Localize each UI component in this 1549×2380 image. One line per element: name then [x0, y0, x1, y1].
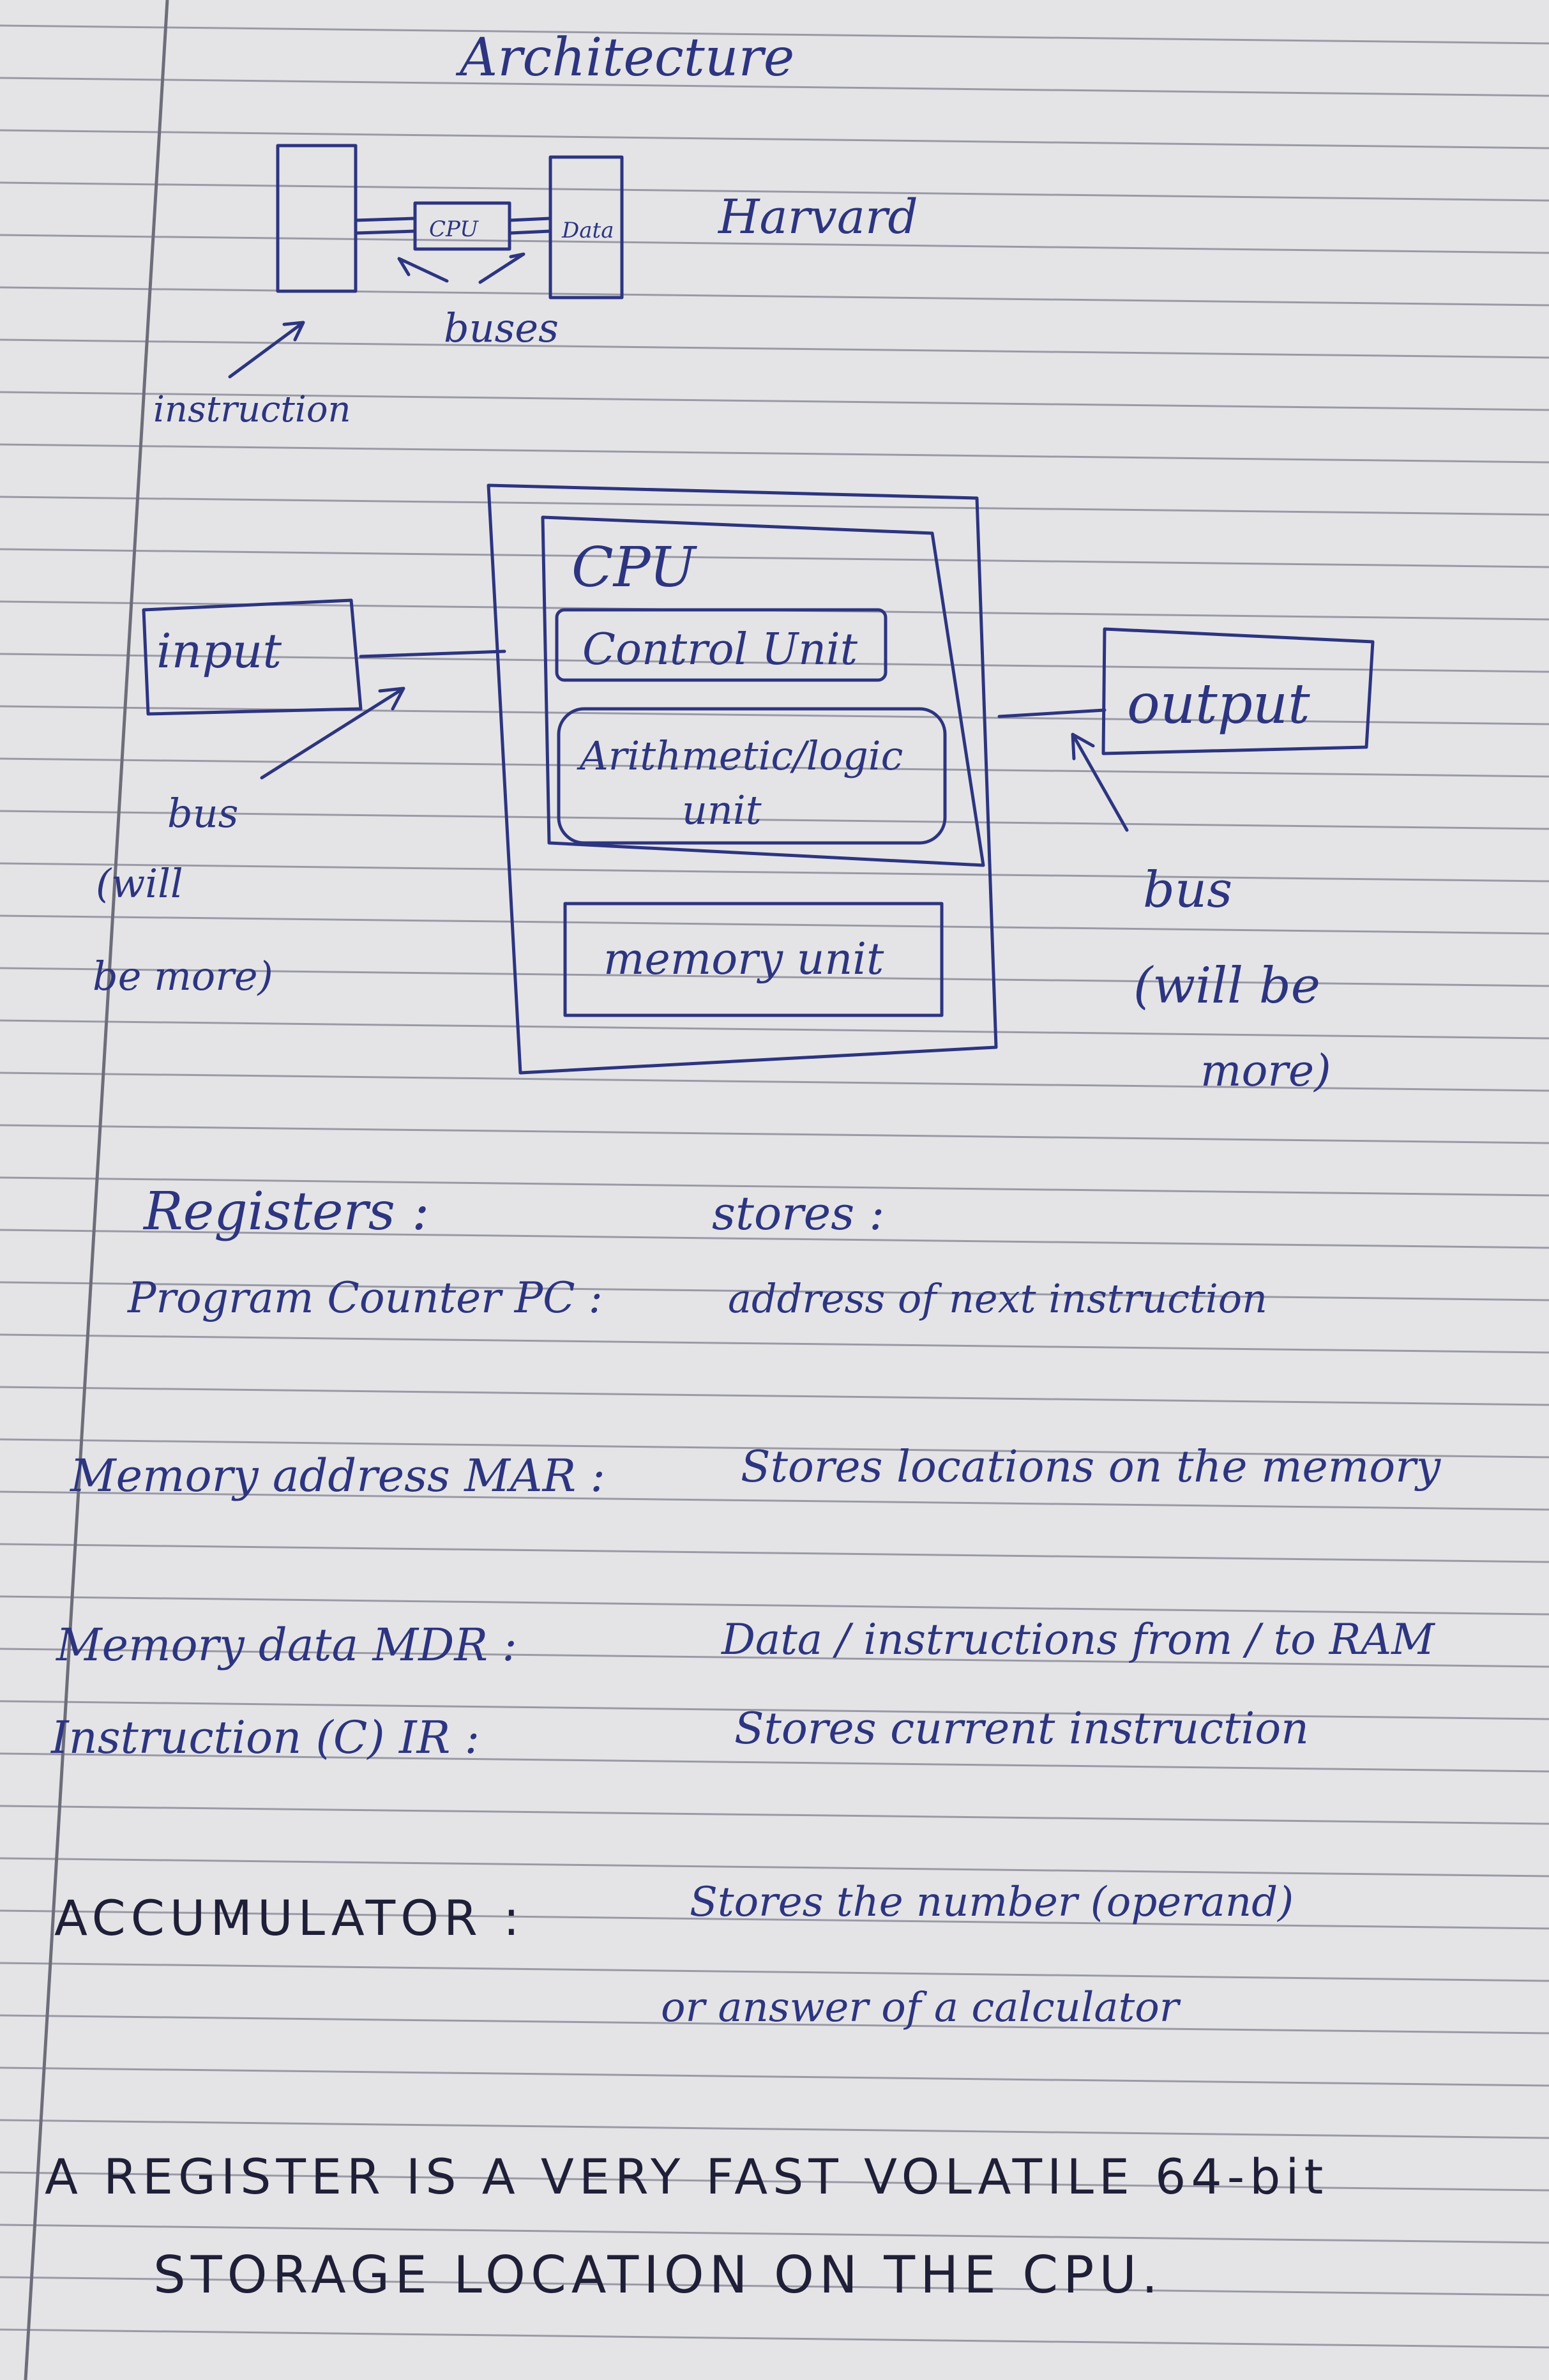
- ruled-line: [0, 77, 1549, 97]
- bus-left-line2: (will: [96, 860, 183, 907]
- ruled-lines: [0, 24, 1549, 2349]
- ruled-line: [0, 1072, 1549, 1092]
- bus-left-line1: bus: [167, 790, 238, 837]
- ruled-line: [0, 2276, 1549, 2296]
- instruction-label: instruction: [153, 389, 351, 430]
- ruled-line: [0, 2119, 1549, 2139]
- ruled-line: [0, 2171, 1549, 2192]
- ruled-line: [0, 2328, 1549, 2349]
- ruled-line: [0, 391, 1549, 411]
- ruled-line: [0, 2224, 1549, 2244]
- register-name: Memory data MDR :: [55, 1619, 517, 1671]
- ruled-line: [0, 914, 1549, 935]
- ruled-line: [0, 705, 1549, 725]
- ruled-line: [0, 2014, 1549, 2035]
- ruled-line: [0, 548, 1549, 568]
- control-unit-label: Control Unit: [582, 625, 858, 675]
- ruled-line: [0, 967, 1549, 987]
- bus-left-line3: be more): [93, 953, 273, 999]
- harvard-diagram: CPU Data buses instruction Harvard: [153, 144, 918, 430]
- ruled-line: [0, 1490, 1549, 1511]
- ruled-line: [0, 129, 1549, 149]
- bus-right-line2: (will be: [1133, 957, 1320, 1015]
- ruled-line: [0, 1805, 1549, 1825]
- register-name: ACCUMULATOR :: [54, 1890, 525, 1946]
- buses-label: buses: [444, 305, 559, 351]
- register-description: Stores the number (operand): [690, 1879, 1294, 1926]
- ruled-line: [0, 1962, 1549, 1982]
- ruled-line: [0, 862, 1549, 883]
- memory-unit-box: [563, 902, 944, 1017]
- ruled-line: [0, 443, 1549, 464]
- control-unit-box: [555, 608, 888, 682]
- ruled-line: [0, 810, 1549, 830]
- ruled-line: [0, 338, 1549, 359]
- ruled-line: [0, 1752, 1549, 1773]
- cpu-label: CPU: [571, 536, 697, 600]
- bus-right-line1: bus: [1143, 861, 1232, 919]
- ruled-line: [0, 1019, 1549, 1040]
- ruled-line: [0, 1543, 1549, 1563]
- harvard-cpu-box-label: CPU: [429, 216, 479, 242]
- ruled-line: [0, 1909, 1549, 1930]
- ruled-line: [0, 1176, 1549, 1197]
- harvard-data-box-label: Data: [561, 218, 614, 243]
- stores-heading: stores :: [712, 1186, 884, 1240]
- ruled-line: [0, 757, 1549, 778]
- ruled-line: [0, 286, 1549, 307]
- register-definition: A REGISTER IS A VERY FAST VOLATILE 64-bi…: [45, 2148, 1328, 2305]
- definition-line-2: STORAGE LOCATION ON THE CPU.: [153, 2245, 1163, 2305]
- ruled-line: [0, 181, 1549, 202]
- registers-section: Registers : stores : Program Counter PC …: [50, 1181, 1442, 2031]
- ruled-line: [0, 1124, 1549, 1144]
- register-description: or answer of a calculator: [661, 1984, 1181, 2031]
- harvard-label: Harvard: [717, 190, 918, 245]
- register-description: Stores locations on the memory: [741, 1442, 1442, 1492]
- ruled-line: [0, 2066, 1549, 2087]
- ruled-line: [0, 496, 1549, 516]
- ruled-line: [0, 1281, 1549, 1301]
- bus-right-line3: more): [1200, 1046, 1331, 1096]
- ruled-line: [0, 1595, 1549, 1616]
- ruled-line: [0, 234, 1549, 254]
- alu-label-line1: Arithmetic/logic: [577, 732, 903, 779]
- ruled-line: [0, 1333, 1549, 1354]
- alu-box: [557, 707, 947, 845]
- page-title: Architecture: [455, 27, 794, 88]
- ruled-line: [0, 653, 1549, 673]
- memory-unit-label: memory unit: [603, 934, 884, 985]
- ruled-line: [0, 1648, 1549, 1668]
- register-description: address of next instruction: [728, 1275, 1267, 1322]
- ruled-line: [0, 1386, 1549, 1406]
- von-neumann-diagram: CPU Control Unit Arithmetic/logic unit m…: [93, 483, 1375, 1096]
- definition-line-1: A REGISTER IS A VERY FAST VOLATILE 64-bi…: [45, 2148, 1328, 2205]
- ruled-line: [0, 24, 1549, 45]
- register-description: Stores current instruction: [734, 1704, 1309, 1754]
- ruled-line: [0, 1438, 1549, 1459]
- ruled-line: [0, 1857, 1549, 1877]
- output-label: output: [1127, 672, 1310, 736]
- register-name: Instruction (C) IR :: [50, 1711, 480, 1764]
- ruled-line: [0, 1229, 1549, 1249]
- ruled-line: [0, 1700, 1549, 1720]
- alu-label-line2: unit: [682, 787, 762, 833]
- registers-heading: Registers :: [142, 1181, 430, 1242]
- register-name: Memory address MAR :: [69, 1450, 605, 1502]
- input-label: input: [156, 624, 282, 679]
- register-description: Data / instructions from / to RAM: [721, 1615, 1435, 1664]
- margin-line: [24, 0, 169, 2380]
- register-name: Program Counter PC :: [127, 1273, 603, 1323]
